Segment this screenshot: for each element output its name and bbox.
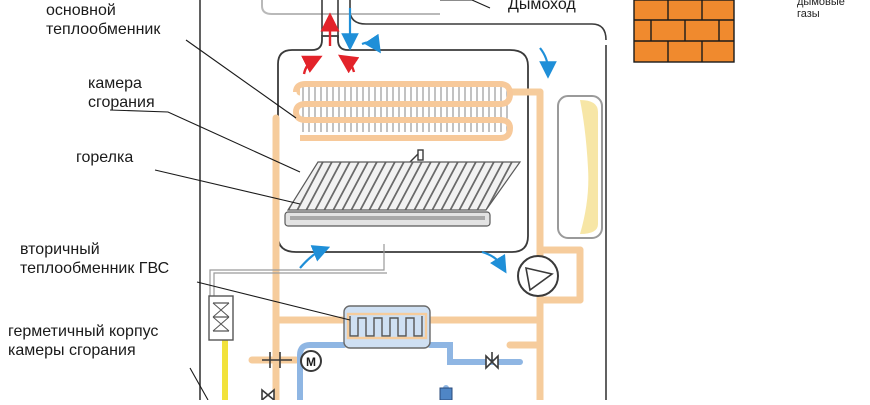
circulation-pump	[517, 255, 559, 297]
pressure-sensor	[439, 387, 453, 401]
label-combustion-chamber: камера сгорания	[88, 74, 155, 112]
motor-icon	[300, 350, 322, 372]
label-main-heat-exchanger-line1: основной	[46, 2, 116, 19]
label-main-heat-exchanger: основной теплообменник	[46, 1, 160, 39]
secondary-heat-exchanger	[343, 305, 431, 349]
brick-wall-icon	[633, 0, 735, 63]
label-sealed-housing: герметичный корпус камеры сгорания	[8, 322, 158, 360]
label-flue-gases-line2: газы	[797, 8, 820, 20]
burner	[284, 161, 522, 227]
label-combustion-chamber-line2: сгорания	[88, 94, 155, 111]
motor-label: M	[306, 355, 316, 369]
label-sealed-housing-line2: камеры сгорания	[8, 342, 136, 359]
cold-air-arrows	[299, 8, 557, 274]
label-flue-gases: дымовые газы	[797, 0, 845, 20]
label-secondary-heat-exchanger-line1: вторичный	[20, 241, 100, 258]
flow-switch	[262, 352, 292, 368]
label-flue-gases-line1: дымовые	[797, 0, 845, 8]
valve-right	[485, 352, 499, 370]
leader-lines	[109, 0, 491, 401]
label-main-heat-exchanger-line2: теплообменник	[46, 21, 161, 38]
sensor-lines	[209, 244, 387, 296]
expansion-tank	[557, 95, 603, 239]
label-secondary-heat-exchanger: вторичный теплообменник ГВС	[20, 240, 169, 278]
label-chimney: Дымоход	[508, 0, 576, 13]
valve-left	[261, 388, 275, 402]
hot-gas-arrows	[301, 12, 360, 75]
label-combustion-chamber-line1: камера	[88, 75, 142, 92]
cold-water-pipes	[297, 342, 523, 403]
label-secondary-heat-exchanger-line2: теплообменник ГВС	[20, 260, 170, 277]
gas-valve-block	[208, 295, 234, 341]
main-heat-exchanger	[292, 81, 514, 141]
label-burner: горелка	[76, 149, 134, 166]
label-sealed-housing-line1: герметичный корпус	[8, 323, 159, 340]
